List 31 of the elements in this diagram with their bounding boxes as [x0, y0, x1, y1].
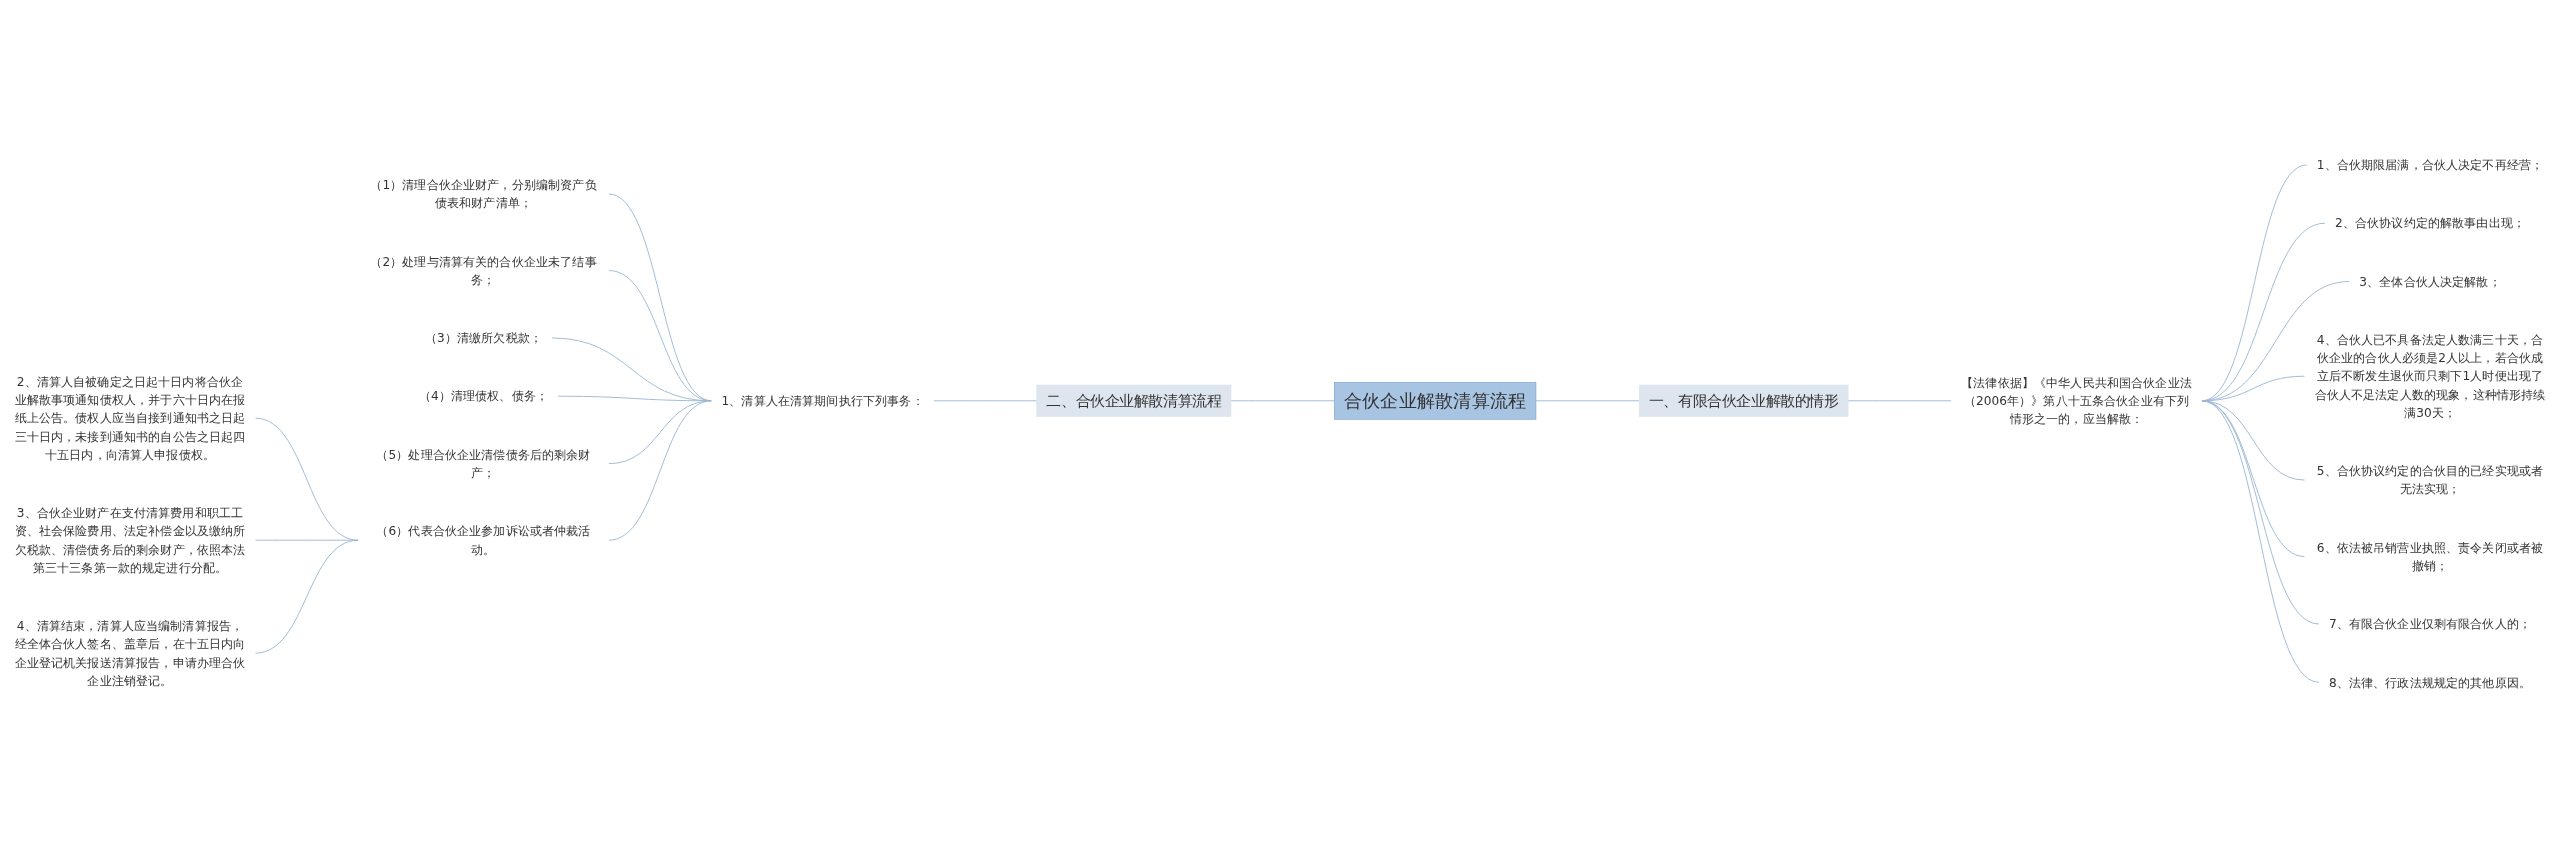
connector	[1847, 400, 1952, 402]
node-box: 二、合伙企业解散清算流程	[1036, 384, 1232, 417]
connector	[1230, 400, 1335, 402]
node-text: 【法律依据】《中华人民共和国合伙企业法（2006年）》第八十五条合伙企业有下列情形之一的，应当解散：	[1961, 375, 2192, 427]
node-text: （1）清理合伙企业财产，分别编制资产负债表和财产清单；	[370, 177, 597, 211]
node-text: 5、合伙协议约定的合伙目的已经实现或者无法实现；	[2316, 463, 2544, 497]
node-text: （4）清理债权、债务；	[418, 388, 549, 404]
connector	[254, 417, 359, 541]
connector	[1535, 400, 1640, 402]
connector	[2201, 400, 2320, 625]
node-text: 6、依法被吊销营业执照、责令关闭或者被撤销；	[2316, 540, 2544, 573]
node-text: 2、清算人自被确定之日起十日内将合伙企业解散事项通知债权人，并于六十日内在报纸上公告。债权人应当自接到通知书之日起三十日内，未接到通知书的自公告之日起四十五日内，向清算人申报债权。	[14, 374, 246, 462]
node-text: （3）清缴所欠税款；	[424, 330, 543, 346]
connector	[932, 400, 1038, 402]
node-text: （5）处理合伙企业清偿债务后的剩余财产；	[376, 447, 591, 480]
connector	[608, 400, 713, 541]
node-text: 8、法律、行政法规规定的其他原因。	[2328, 674, 2532, 690]
node-text: 7、有限合伙企业仅剩有限合伙人的；	[2328, 616, 2532, 632]
node-text: 3、合伙企业财产在支付清算费用和职工工资、社会保险费用、法定补偿金以及缴纳所欠税款、清偿债务后的剩余财产，依照本法第三十三条第一款的规定进行分配。	[14, 505, 246, 575]
node-text: （2）处理与清算有关的合伙企业未了结事务；	[370, 254, 597, 287]
connector	[2201, 400, 2320, 683]
node-text: 3、全体合伙人决定解散；	[2359, 274, 2501, 289]
node-text: 4、清算结束，清算人应当编制清算报告，经全体合伙人签名、盖章后，在十五日内向企业登记机关报送清算报告，申请办理合伙企业注销登记。	[14, 618, 246, 688]
node-text: 1、合伙期限届满，合伙人决定不再经营；	[2316, 157, 2544, 173]
node-box: 一、有限合伙企业解散的情形	[1638, 384, 1849, 417]
node-text: 4、合伙人已不具备法定人数满三十天，合伙企业的合伙人必须是2人以上，若合伙成立后不断发生退伙而只剩下1人时便出现了合伙人不足法定人数的现象，这种情形持续满30天；	[2314, 332, 2546, 420]
node-box: 合伙企业解散清算流程	[1333, 381, 1537, 420]
node-text: 1、清算人在清算期间执行下列事务：	[721, 393, 924, 409]
connector	[254, 539, 359, 654]
node-text: 2、合伙协议约定的解散事由出现；	[2335, 215, 2525, 231]
node-text: （6）代表合伙企业参加诉讼或者仲裁活动。	[376, 523, 591, 557]
